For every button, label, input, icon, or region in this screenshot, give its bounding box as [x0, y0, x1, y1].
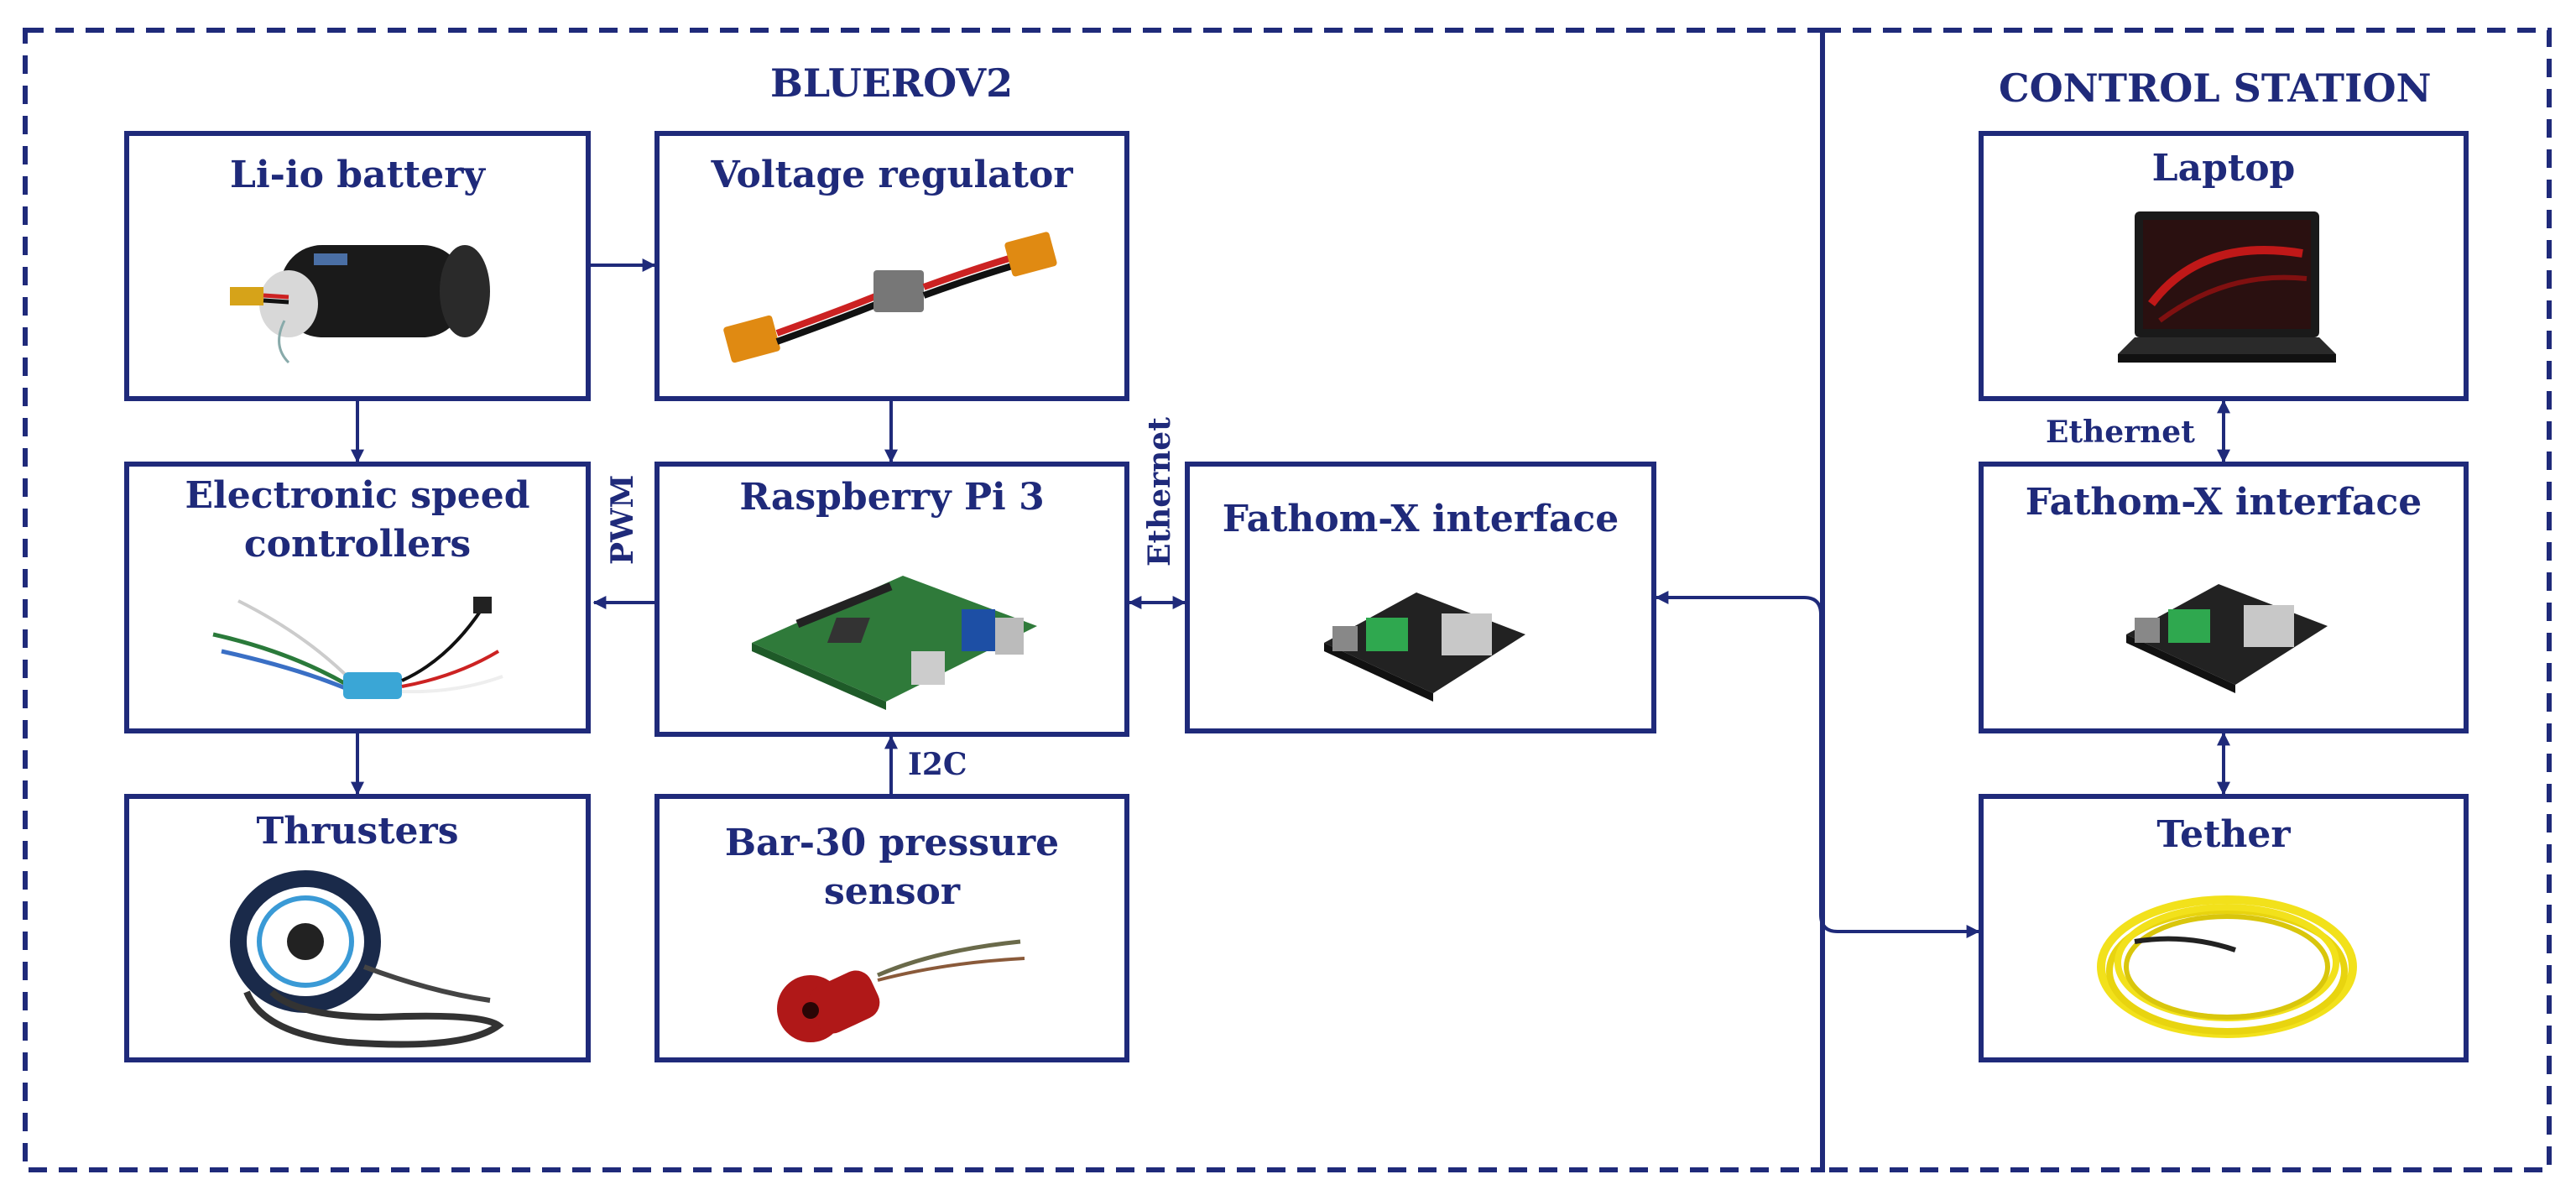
esc-wires-icon [212, 597, 503, 699]
esc-title-line1: Electronic speed [185, 474, 530, 517]
esc-title-line2: controllers [243, 523, 472, 566]
battery-block: Li-io battery [124, 131, 591, 401]
circuit-board-icon [752, 576, 1037, 710]
bar30-sensor-block: Bar-30 pressure sensor [654, 794, 1129, 1062]
battery-pack-icon [230, 245, 490, 364]
laptop-title: Laptop [2151, 147, 2296, 190]
ethernet-rov-label: Ethernet [1142, 417, 1177, 566]
tether-block: Tether [1979, 794, 2469, 1062]
bar30-title-line2: sensor [823, 870, 961, 913]
voltage-regulator-title: Voltage regulator [711, 154, 1073, 196]
tether-title: Tether [2156, 813, 2291, 856]
battery-title: Li-io battery [230, 154, 485, 196]
esc-block: Electronic speed controllers [124, 462, 591, 733]
cable-coil-icon [2097, 895, 2357, 1038]
raspberry-pi-block: Raspberry Pi 3 [654, 462, 1129, 737]
bar30-title-line1: Bar-30 pressure [724, 822, 1060, 864]
raspberry-pi-title: Raspberry Pi 3 [739, 476, 1045, 519]
thruster-icon [230, 870, 504, 1048]
thrusters-block: Thrusters [124, 794, 591, 1062]
i2c-label: I2C [908, 747, 967, 782]
voltage-regulator-icon [723, 232, 1057, 363]
interface-board-icon [2126, 584, 2328, 693]
laptop-icon [2118, 211, 2336, 363]
interface-board-icon [1324, 592, 1525, 702]
thrusters-title: Thrusters [256, 810, 459, 853]
ethernet-control-label: Ethernet [2046, 415, 2195, 450]
fathom-x-rov-block: Fathom-X interface [1185, 462, 1656, 733]
pressure-sensor-icon [777, 939, 1025, 1042]
fathom-x-control-title: Fathom-X interface [2025, 481, 2422, 524]
fathom-x-rov-title: Fathom-X interface [1222, 498, 1619, 540]
fathom-x-control-block: Fathom-X interface [1979, 462, 2469, 733]
laptop-block: Laptop [1979, 131, 2469, 401]
control-station-group-border [1820, 28, 2552, 1172]
voltage-regulator-block: Voltage regulator [654, 131, 1129, 401]
control-station-group-title: CONTROL STATION [1999, 65, 2432, 111]
edge-fathom-to-tether-cable [1655, 591, 1980, 938]
pwm-label: PWM [605, 474, 640, 565]
bluerov-group-title: BLUEROV2 [770, 60, 1014, 106]
